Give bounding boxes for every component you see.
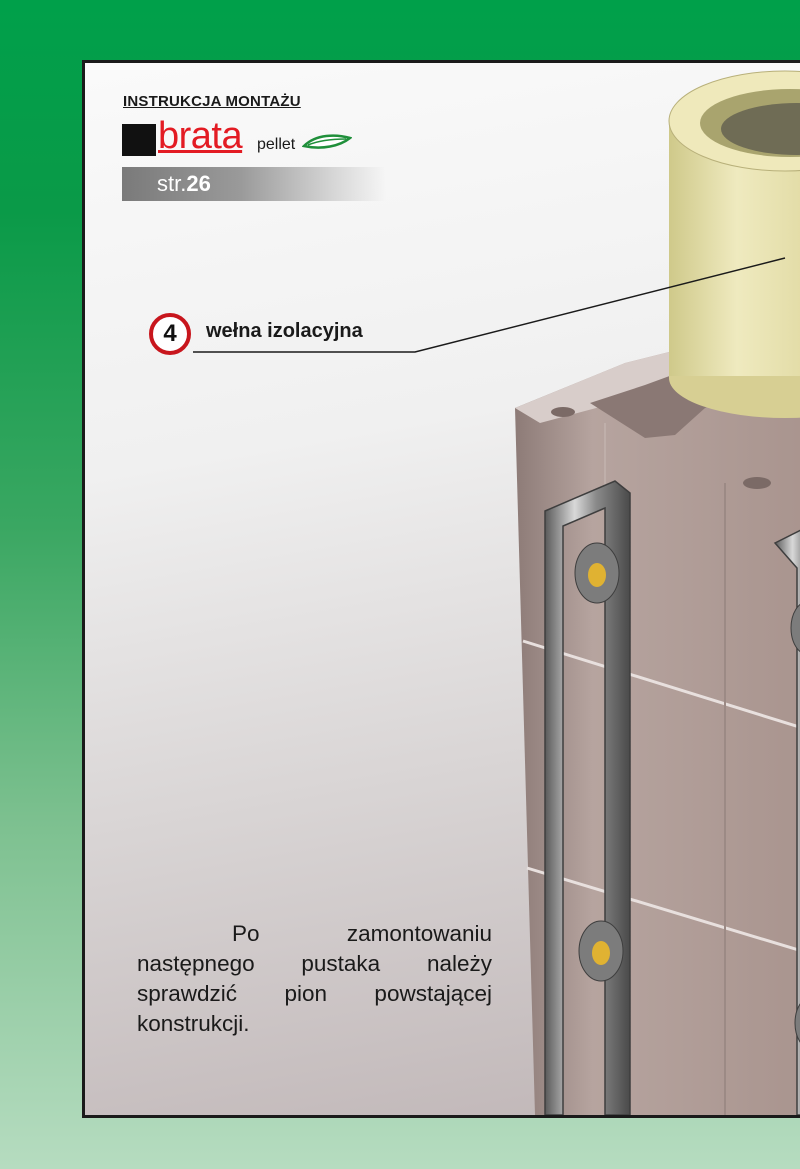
- chimney-illustration: [193, 70, 800, 1115]
- callout-number-badge: 4: [149, 313, 191, 355]
- page-number-value: 26: [186, 171, 211, 196]
- instruction-text: Po zamontowaniu następnego pustaka należ…: [137, 919, 492, 1039]
- steel-frame-right: [773, 529, 800, 1115]
- page-prefix: str.: [157, 171, 187, 196]
- brand-logo: brata pellet: [122, 116, 382, 162]
- manual-title: INSTRUKCJA MONTAŻU: [123, 93, 301, 110]
- insulation-wool-cylinder: [668, 70, 800, 418]
- callout-leader-line: [193, 257, 786, 353]
- callout-label: wełna izolacyjna: [206, 320, 363, 342]
- logo-sub-text: pellet: [257, 136, 296, 153]
- instruction-paragraph: Po zamontowaniu następnego pustaka należ…: [137, 921, 492, 1036]
- leaf-swoosh-icon: [302, 134, 352, 149]
- instruction-panel: INSTRUKCJA MONTAŻU brata pellet str.26 4…: [82, 60, 800, 1118]
- steel-frame-left: [544, 480, 631, 1115]
- logo-brand-text: brata: [158, 115, 243, 157]
- page-number-bar: str.26: [122, 167, 386, 201]
- page-number: str.26: [157, 171, 211, 197]
- logo-black-block: [122, 124, 156, 156]
